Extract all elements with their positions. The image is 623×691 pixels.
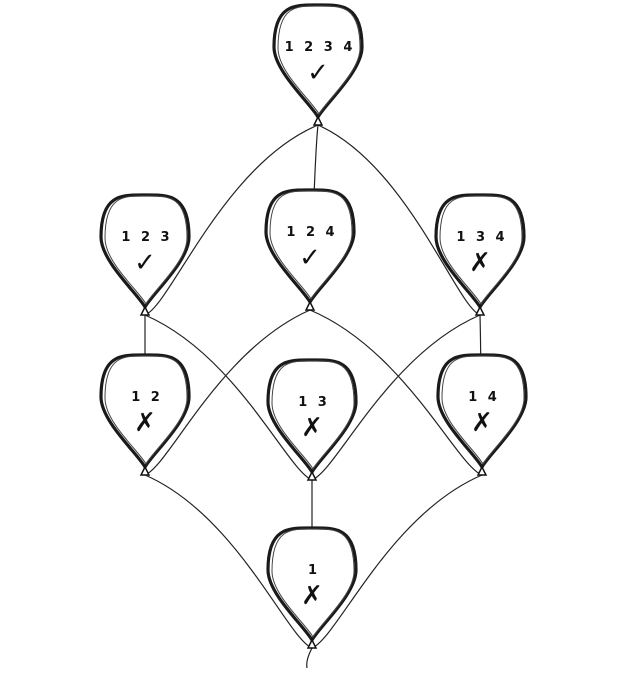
balloon-body — [99, 193, 191, 311]
balloon-n13: 1 3 ✗ — [266, 358, 358, 481]
balloon-label: 1 2 3 — [121, 230, 172, 245]
balloon-sketch-line — [104, 355, 188, 466]
cross-mark-icon: ✗ — [134, 408, 156, 438]
balloon-body — [272, 3, 364, 121]
balloon-knot — [139, 465, 151, 476]
balloon-sketch-line — [104, 195, 188, 306]
balloon-knot — [306, 638, 318, 649]
balloon-label: 1 3 4 — [456, 230, 507, 245]
balloon-sketch-line — [277, 5, 361, 116]
string-n1-n12 — [144, 474, 313, 649]
balloon-knot — [139, 305, 151, 316]
check-mark-icon: ✓ — [307, 58, 329, 88]
balloon-knot — [476, 465, 488, 476]
balloon-body — [99, 353, 191, 471]
string-n1-n14 — [311, 474, 483, 649]
balloon-sketch-line — [439, 195, 523, 306]
cross-mark-icon: ✗ — [301, 581, 323, 611]
balloon-body — [434, 193, 526, 311]
balloon-n1234: 1 2 3 4 ✓ — [272, 3, 364, 126]
string-n14-n124 — [309, 309, 483, 476]
balloon-n12: 1 2 ✗ — [99, 353, 191, 476]
balloon-knot — [304, 300, 316, 311]
balloon-sketch-line — [271, 360, 355, 471]
balloon-body — [264, 188, 356, 306]
balloon-n14: 1 4 ✗ — [436, 353, 528, 476]
balloon-n123: 1 2 3 ✓ — [99, 193, 191, 316]
balloon-knot — [312, 115, 324, 126]
balloon-label: 1 4 — [468, 390, 500, 405]
balloon-label: 1 2 — [131, 390, 163, 405]
balloons-layer: 1 2 3 4✓1 2 3✓1 2 4✓1 3 4✗1 2✗1 3✗1 4✗1✗ — [99, 3, 528, 649]
balloon-body — [436, 353, 528, 471]
check-mark-icon: ✓ — [299, 243, 321, 273]
balloon-label: 1 — [308, 563, 320, 578]
string-n13-n134 — [311, 314, 481, 481]
string-tail — [306, 647, 313, 669]
cross-mark-icon: ✗ — [469, 248, 491, 278]
balloon-label: 1 2 4 — [286, 225, 337, 240]
check-mark-icon: ✓ — [134, 248, 156, 278]
string-n12-n124 — [144, 309, 311, 476]
string-n13-n123 — [144, 314, 313, 481]
balloon-knot — [474, 305, 486, 316]
balloon-label: 1 2 3 4 — [285, 40, 356, 55]
balloon-knot — [306, 470, 318, 481]
cross-mark-icon: ✗ — [301, 413, 323, 443]
string-n123-n1234 — [144, 124, 319, 316]
balloon-sketch-line — [271, 528, 355, 639]
balloon-body — [266, 358, 358, 476]
string-n134-n1234 — [317, 124, 481, 316]
balloon-sketch-line — [269, 190, 353, 301]
cross-mark-icon: ✗ — [471, 408, 493, 438]
balloon-body — [266, 526, 358, 644]
balloon-n1: 1✗ — [266, 526, 358, 649]
balloon-n134: 1 3 4 ✗ — [434, 193, 526, 316]
balloon-n124: 1 2 4 ✓ — [264, 188, 356, 311]
balloon-label: 1 3 — [298, 395, 330, 410]
balloon-sketch-line — [441, 355, 525, 466]
